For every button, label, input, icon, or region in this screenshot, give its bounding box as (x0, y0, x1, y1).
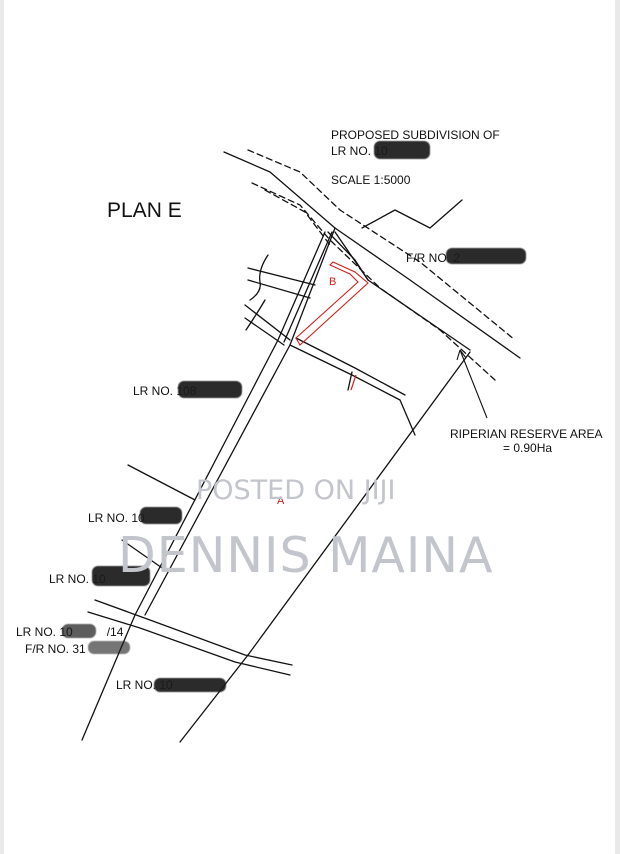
top-right-boundary (361, 199, 463, 229)
redaction-mark (154, 678, 226, 692)
west-road-inner (283, 231, 333, 343)
south-boundary (179, 654, 249, 743)
left-road-b (121, 539, 166, 571)
redaction-mark (374, 141, 430, 159)
parcel-b-label: B (329, 276, 337, 288)
fr-number-bottom: F/R NO. 31 (25, 642, 86, 656)
parcel-a-label: A (277, 495, 285, 507)
left-road-a (127, 464, 196, 501)
side-road-1-top (247, 267, 316, 286)
river-dashed-1 (247, 149, 516, 341)
bottom-road-lower (87, 611, 291, 676)
lr-number-left-3: LR NO. 10 (49, 572, 106, 586)
riparian-pointer-head (456, 349, 467, 361)
parcel-b-link (327, 231, 369, 281)
parcel-a-east-boundary (247, 351, 471, 656)
redaction-mark (446, 248, 526, 264)
page-edge-left (0, 0, 4, 854)
header-proposed-subdivision: PROPOSED SUBDIVISION OF (331, 128, 500, 142)
west-road-left (81, 231, 326, 741)
parcel-a-red-mark (350, 374, 357, 391)
side-road-1-bottom (247, 279, 311, 299)
parcel-a-north-road-inner (295, 337, 406, 396)
page-edge-right (615, 0, 620, 854)
parcel-a-north-road (289, 344, 416, 436)
redaction-mark (140, 507, 182, 524)
river-dashed-3 (264, 189, 331, 246)
redaction-mark (62, 624, 96, 638)
plan-scale: SCALE 1:5000 (331, 173, 411, 187)
side-curve-2 (245, 299, 266, 331)
watermark-dennis-maina: DENNIS MAINA (118, 527, 494, 584)
lr-number-bottom-left-suffix: /14 (106, 625, 124, 639)
riparian-reserve-label: RIPERIAN RESERVE AREA (450, 427, 603, 441)
side-road-2-top (244, 304, 291, 341)
redaction-mark (88, 641, 130, 654)
header-lr-number: LR NO. 10 (331, 144, 388, 158)
lr-number-bottom-left: LR NO. 10/14 (16, 625, 123, 639)
lr-number-left-2: LR NO. 10 (88, 511, 145, 525)
riparian-reserve-area: = 0.90Ha (503, 441, 553, 455)
side-curve-1 (249, 254, 269, 301)
parcel-b-outline (295, 261, 369, 346)
redaction-mark (92, 566, 150, 586)
bottom-road-upper (94, 599, 293, 666)
lr-number-bottom-left-prefix: LR NO. 10 (16, 625, 73, 639)
plan-title: PLAN E (107, 199, 182, 222)
riparian-pointer-line (459, 349, 488, 419)
river-dashed-2 (251, 182, 496, 381)
north-access-small (347, 371, 353, 391)
watermark-posted-on-jiji: POSTED ON JIJI (196, 475, 396, 506)
redaction-mark (178, 381, 242, 398)
